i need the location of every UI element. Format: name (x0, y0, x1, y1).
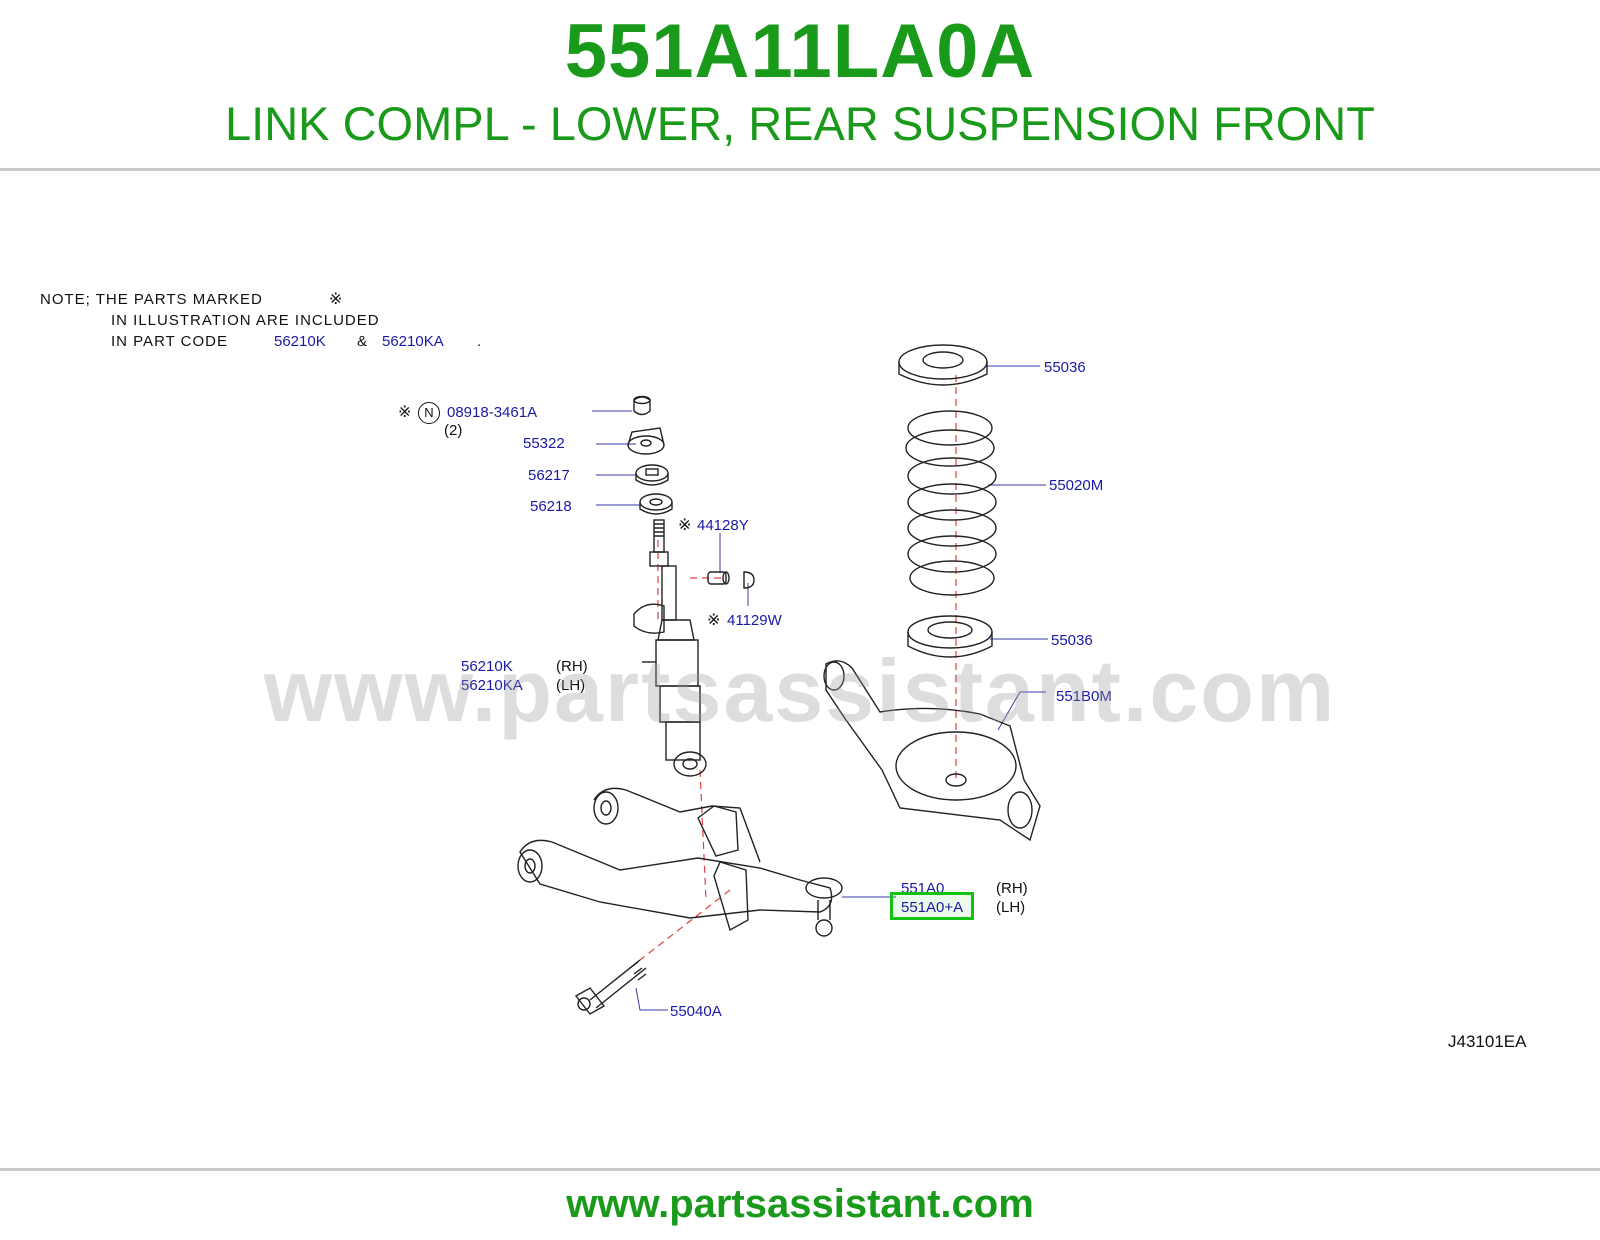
header-divider (0, 168, 1600, 171)
label-lh-link: (LH) (996, 899, 1026, 916)
note-line-3: IN PART CODE (111, 333, 229, 350)
label-rh-shock: (RH) (556, 658, 588, 675)
label-56218[interactable]: 56218 (530, 498, 572, 515)
label-08918-3461A[interactable]: 08918-3461A (447, 404, 538, 421)
label-rh-link: (RH) (996, 880, 1028, 897)
part-number-title: 551A11LA0A (564, 9, 1036, 94)
label-55036-upper[interactable]: 55036 (1044, 359, 1086, 376)
bushing-56218 (639, 493, 673, 515)
note-ampersand: & (357, 333, 369, 350)
note-line-1: NOTE; THE PARTS MARKED (40, 291, 263, 308)
bushing-56217 (635, 464, 669, 486)
label-qty-2: (2) (444, 422, 463, 439)
diagram-code: J43101EA (1448, 1032, 1527, 1051)
label-56210KA[interactable]: 56210KA (461, 677, 523, 694)
label-55036-lower[interactable]: 55036 (1051, 632, 1093, 649)
n-circle-icon: N (418, 402, 440, 424)
bolt-55040A (574, 959, 647, 1015)
center-lines (639, 375, 957, 961)
note-code-56210K[interactable]: 56210K (274, 333, 326, 350)
label-41129W[interactable]: 41129W (727, 612, 782, 629)
footer-divider (0, 1168, 1600, 1171)
note-code-56210KA[interactable]: 56210KA (382, 333, 444, 350)
rear-link-551B0M (823, 660, 1041, 842)
shock-absorber (633, 519, 707, 777)
label-55322[interactable]: 55322 (523, 435, 565, 452)
label-551B0M[interactable]: 551B0M (1056, 688, 1112, 705)
mark-symbol: ※ (329, 289, 343, 308)
mark-symbol-valve: ※ (678, 515, 692, 534)
note-line-2: IN ILLUSTRATION ARE INCLUDED (111, 312, 380, 329)
leader-lines (592, 365, 1048, 1011)
label-56210K[interactable]: 56210K (461, 658, 513, 675)
header: 551A11LA0A LINK COMPL - LOWER, REAR SUSP… (0, 0, 1600, 168)
mount-55322 (627, 427, 665, 455)
highlight-box (890, 892, 974, 920)
label-44128Y[interactable]: 44128Y (697, 517, 749, 534)
cap-41129W (743, 571, 755, 589)
note-period: . (477, 333, 483, 350)
spring-seat-lower-55036 (907, 615, 993, 658)
spring-seat-upper-55036 (898, 344, 988, 386)
label-551A0-A[interactable]: 551A0+A (901, 899, 964, 916)
label-56217[interactable]: 56217 (528, 467, 570, 484)
valve-44128Y (707, 571, 730, 585)
front-lower-link-551A0 (517, 787, 843, 937)
nut-08918-3461A (633, 395, 651, 416)
label-55040A[interactable]: 55040A (670, 1003, 722, 1020)
footer-url-link[interactable]: www.partsassistant.com (566, 1182, 1034, 1226)
watermark: www.partsassistant.com (263, 641, 1337, 740)
mark-symbol-bolt-nut: ※ (398, 402, 412, 421)
part-description: LINK COMPL - LOWER, REAR SUSPENSION FRON… (225, 97, 1375, 150)
mark-symbol-cap: ※ (707, 610, 721, 629)
label-lh-shock: (LH) (556, 677, 586, 694)
coil-spring-55020M (905, 410, 997, 596)
label-55020M[interactable]: 55020M (1049, 477, 1104, 494)
